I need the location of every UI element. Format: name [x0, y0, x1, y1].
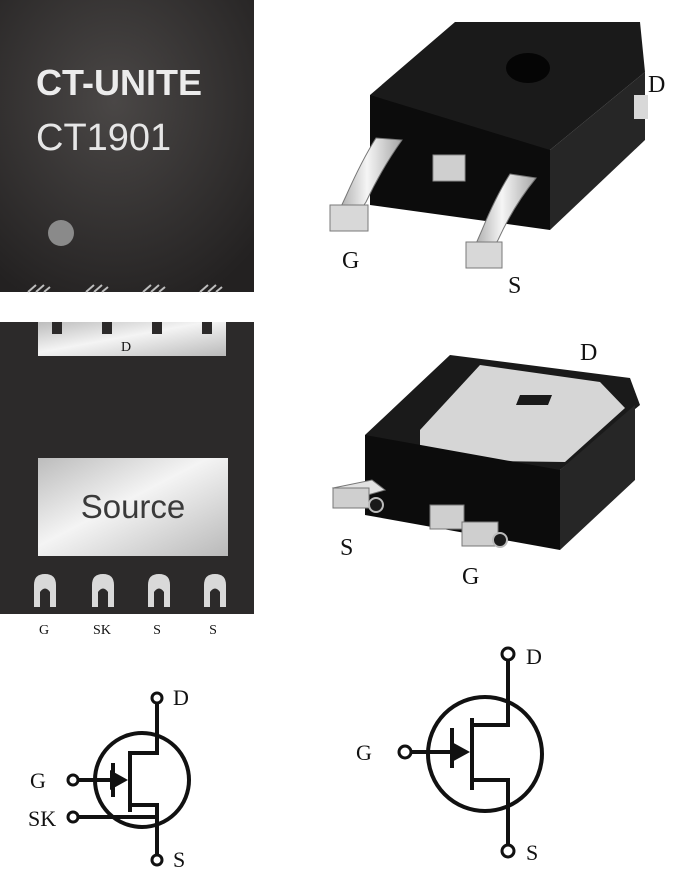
package-top-view: CT-UNITE CT1901 — [0, 0, 254, 293]
dpak-top-label-g: G — [342, 248, 359, 274]
dpak-top-label-s: S — [508, 273, 521, 299]
dpak-center-stub — [432, 154, 466, 182]
dpak-bottom-gate-curl — [492, 532, 508, 548]
bottom-pin-label-s1: S — [153, 623, 161, 638]
symbol-standard-label-s: S — [526, 840, 538, 865]
symbol-kelvin-label-g: G — [30, 768, 46, 793]
dpak-molding-dimple-icon — [506, 53, 550, 83]
source-lead — [472, 778, 510, 845]
kelvin-terminal-icon — [66, 810, 80, 824]
bottom-pin-s1 — [148, 574, 170, 607]
dpak-bottom-source-curl — [368, 497, 384, 513]
pin1-dot-icon — [48, 220, 74, 246]
symbol-standard-label-d: D — [526, 644, 542, 669]
bottom-pin-s2 — [204, 574, 226, 607]
dpak-bottom-source-foot — [332, 487, 370, 509]
dpak-source-foot — [465, 241, 503, 269]
top-view-pin-edges — [27, 284, 223, 293]
drain-pad-label: D — [121, 340, 131, 355]
dpak-gate-foot — [329, 204, 369, 232]
source-pad — [38, 458, 228, 556]
bottom-pin-label-sk: SK — [93, 623, 111, 638]
package-top-body — [0, 0, 254, 292]
drain-pad — [38, 322, 226, 356]
source-lead — [130, 803, 159, 855]
dpak-3d-bottom: D S G — [331, 340, 640, 590]
drain-terminal-icon — [500, 646, 516, 662]
symbol-standard-label-g: G — [356, 740, 372, 765]
source-pad-label: Source — [81, 488, 186, 525]
brand-marking: CT-UNITE — [36, 62, 202, 103]
drain-pad-fingers — [52, 322, 212, 334]
dpak-drain-tab — [634, 95, 648, 119]
bottom-pins — [34, 574, 226, 607]
bottom-pin-sk — [92, 574, 114, 607]
dpak-top-label-d: D — [648, 72, 665, 98]
symbol-kelvin-label-s: S — [173, 847, 185, 872]
source-terminal-icon — [500, 843, 516, 859]
symbol-kelvin-label-sk: SK — [28, 806, 56, 831]
source-terminal-icon — [150, 853, 164, 867]
bottom-pin-label-g: G — [39, 623, 49, 638]
package-bottom-view: D Source G SK S S — [0, 322, 254, 638]
dpak-bottom-front — [365, 435, 560, 550]
dpak-3d-top: D G S — [329, 22, 665, 299]
dpak-bottom-label-g: G — [462, 564, 479, 590]
drain-lead — [472, 660, 510, 727]
dpak-bottom-side — [560, 405, 635, 550]
dpak-bottom-label-d: D — [580, 340, 597, 366]
dpak-bottom-center-stub — [429, 504, 465, 530]
dpak-bottom-label-s: S — [340, 535, 353, 561]
gate-terminal-icon — [66, 773, 80, 787]
drain-terminal-icon — [150, 691, 164, 705]
dpak-pad-slot — [516, 395, 552, 405]
dpak-side-face — [550, 72, 645, 230]
bottom-pin-g — [34, 574, 56, 607]
arrow-right-icon — [110, 770, 128, 790]
symbol-standard — [397, 646, 544, 859]
gate-terminal-icon — [397, 744, 413, 760]
arrow-right-icon — [450, 741, 470, 763]
bottom-pin-label-s2: S — [209, 623, 217, 638]
drain-lead — [128, 703, 159, 765]
part-number-marking: CT1901 — [36, 117, 171, 159]
dpak-bottom-gate-foot — [461, 521, 499, 547]
symbol-kelvin-label-d: D — [173, 685, 189, 710]
dpak-exposed-drain-pad — [420, 365, 625, 462]
symbol-kelvin-source — [66, 691, 191, 867]
